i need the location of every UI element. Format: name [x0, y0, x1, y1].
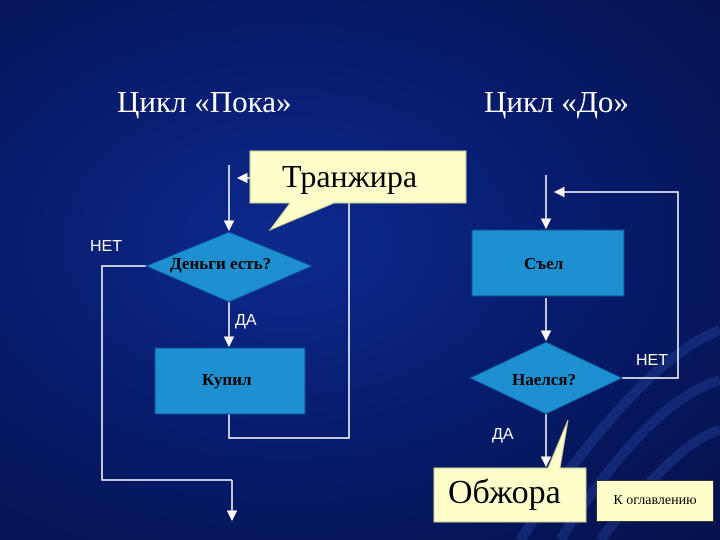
while-decision-diamond [144, 231, 314, 303]
callout-tranzhira-text: Транжира [282, 158, 418, 194]
do-loop-title: Цикл «До» [484, 84, 629, 119]
while-action-box [154, 347, 306, 415]
callout-tranzhira-bubble [249, 150, 467, 232]
callout-obzhora-text: Обжора [448, 474, 561, 511]
do-loop-connectors [540, 175, 679, 468]
while-yes-label: ДА [235, 312, 257, 329]
do-action-box [471, 229, 625, 297]
while-action-text: Купил [202, 370, 252, 389]
do-action-text: Съел [524, 254, 564, 273]
callout-obzhora-bubble [433, 419, 587, 523]
do-condition-text: Наелся? [512, 370, 577, 389]
while-no-label: НЕТ [90, 238, 122, 255]
do-decision-diamond [468, 341, 624, 415]
while-loop-title: Цикл «Пока» [117, 84, 292, 119]
while-condition-text: Деньги есть? [170, 254, 272, 273]
toc-link-button[interactable]: К оглавлению [596, 480, 714, 522]
do-yes-label: ДА [492, 426, 514, 443]
while-loop-connectors [101, 165, 350, 522]
do-no-label: НЕТ [636, 352, 668, 369]
